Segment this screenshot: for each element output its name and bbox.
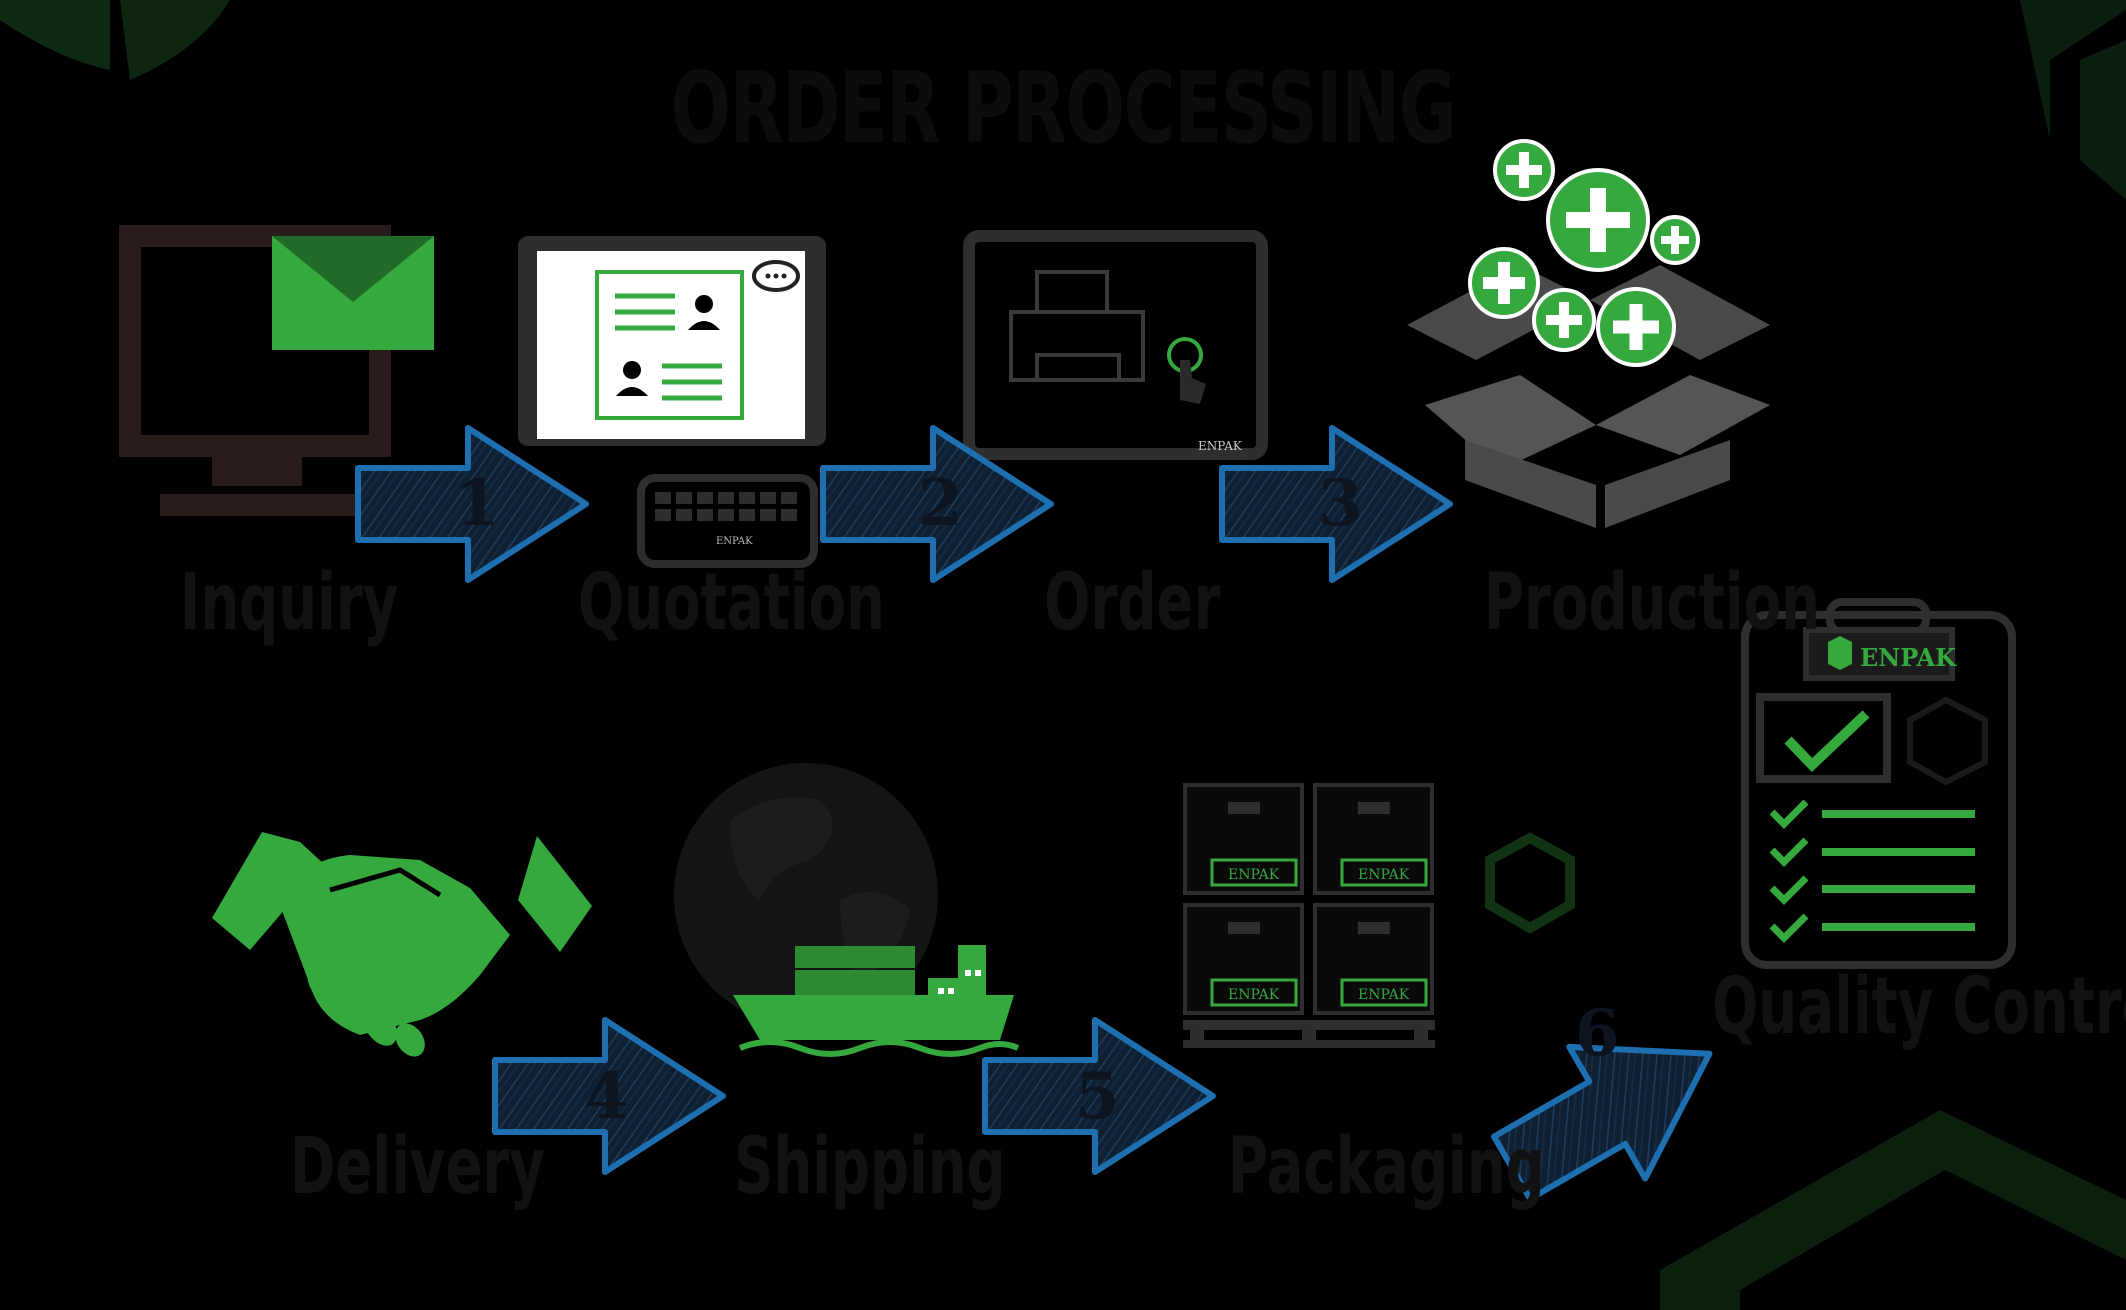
handshake-icon: [212, 832, 592, 1057]
arrow-3: [1219, 425, 1453, 583]
background-cube-icon: [1485, 832, 1575, 934]
arrow-number-3: 3: [1318, 466, 1363, 541]
box-plus-icon: [1407, 139, 1770, 528]
arrow-5: [982, 1017, 1216, 1175]
arrow-1: [355, 425, 589, 583]
arrow-number-4: 4: [584, 1059, 629, 1134]
tablet-printer-touch-icon: [963, 230, 1268, 460]
arrow-number-1: 1: [455, 466, 500, 541]
corner-chevron-top-right: [2020, 0, 2126, 200]
step-label-quotation: Quotation: [578, 558, 885, 648]
step-label-quality-control: Quality Control: [1712, 962, 2126, 1052]
box-brand-label: ENPAK: [1228, 987, 1280, 1003]
monitor-envelope-icon: [119, 225, 434, 516]
step-label-shipping: Shipping: [734, 1122, 1006, 1212]
arrow-6: [1491, 1043, 1713, 1202]
box-brand-label: ENPAK: [1358, 867, 1410, 883]
corner-chevron-bottom-right: [1660, 1110, 2126, 1310]
tablet-brand-label: ENPAK: [1198, 439, 1243, 453]
tablet-contact-card-icon: [518, 236, 826, 446]
step-label-production: Production: [1484, 558, 1820, 648]
stacked-boxes-pallet-icon: [1183, 783, 1435, 1048]
step-label-inquiry: Inquiry: [180, 558, 399, 648]
clipboard-checklist-icon: [1741, 598, 2016, 969]
box-brand-label: ENPAK: [1228, 867, 1280, 883]
arrow-number-2: 2: [918, 466, 963, 541]
arrow-4: [492, 1017, 726, 1175]
corner-leaf-icon: [0, 0, 230, 80]
keyboard-icon: [637, 474, 818, 568]
box-brand-label: ENPAK: [1358, 987, 1410, 1003]
clipboard-brand-label: ENPAK: [1860, 643, 1957, 672]
page-title: ORDER PROCESSING: [670, 52, 1457, 166]
arrow-number-5: 5: [1075, 1059, 1120, 1134]
step-label-order: Order: [1044, 558, 1221, 648]
step-label-packaging: Packaging: [1228, 1122, 1545, 1212]
arrow-number-6: 6: [1575, 996, 1620, 1071]
globe-cargo-ship-icon: [674, 763, 1020, 1057]
step-label-delivery: Delivery: [290, 1122, 545, 1212]
arrow-2: [820, 425, 1054, 583]
keyboard-brand-label: ENPAK: [716, 536, 753, 547]
